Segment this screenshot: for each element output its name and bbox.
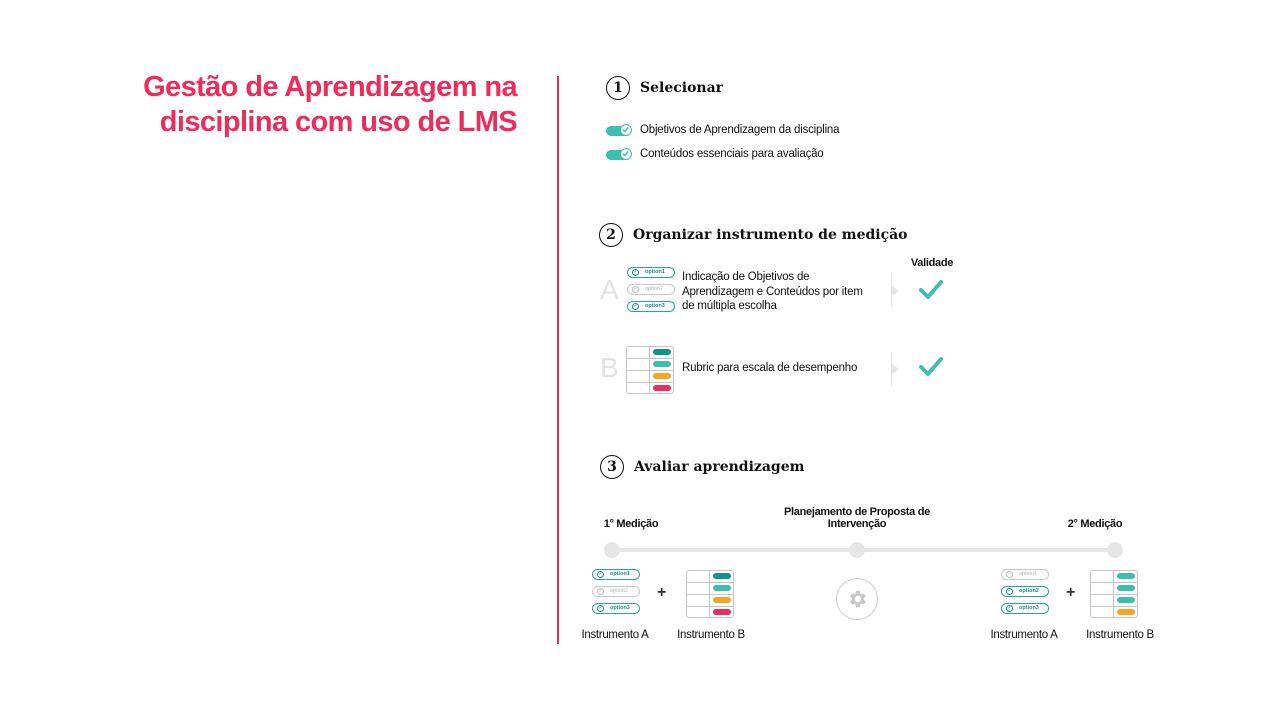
row-a-separator (891, 273, 892, 307)
timeline-dot-2 (849, 542, 865, 558)
step-2-number: 2 (599, 223, 623, 247)
row-b-text: Rubric para escala de desempenho (682, 362, 858, 374)
instrument-a-label-2: Instrumento A (990, 629, 1058, 641)
checkmark-icon (919, 280, 943, 305)
toggle-on-icon (620, 124, 632, 136)
option-pill-2: ✓option2 (592, 586, 640, 597)
option-label: option2 (1019, 588, 1039, 594)
plus-icon: + (1066, 584, 1076, 601)
option-pill-3: ✓option3 (627, 301, 675, 312)
page-title: Gestão de Aprendizagem na disciplina com… (100, 70, 518, 140)
arrow-icon (892, 364, 899, 374)
row-b-separator (891, 352, 892, 386)
instrument-b-label-2: Instrumento B (1086, 629, 1154, 641)
multiple-choice-icon: ✓option1 ✓option2 ✓option3 (627, 267, 677, 317)
milestone-1-label: 1° Medição (603, 518, 659, 530)
timeline-dot-1 (604, 542, 620, 558)
divider-line (557, 76, 559, 644)
step-1-item-2: Conteúdos essenciais para avaliação (640, 148, 824, 160)
option-label: option2 (645, 286, 664, 292)
instrument-a-icon-2: ✓option1 ✓option2 ✓option3 (1001, 569, 1051, 619)
step-1-title: Selecionar (640, 80, 724, 96)
title-line-1: Gestão de Aprendizagem na (143, 71, 518, 103)
gear-icon (836, 578, 878, 620)
option-pill-3: ✓option3 (1001, 603, 1049, 614)
instrument-a-label-1: Instrumento A (581, 629, 649, 641)
option-label: option3 (645, 303, 665, 309)
rubric-table-icon (1090, 570, 1138, 618)
step-3-number: 3 (600, 455, 624, 479)
toggle-objetivos[interactable] (606, 124, 632, 136)
milestone-3-label: 2° Medição (1067, 518, 1123, 530)
rubric-table-icon (626, 346, 674, 394)
step-1-number: 1 (606, 76, 630, 100)
option-label: option1 (645, 269, 665, 275)
option-pill-3: ✓option3 (592, 603, 640, 614)
toggle-on-icon (620, 148, 632, 160)
option-label: option1 (610, 571, 630, 577)
option-pill-1: ✓option1 (1001, 569, 1049, 580)
option-pill-2: ✓option2 (1001, 586, 1049, 597)
title-line-2: disciplina com uso de LMS (159, 106, 518, 138)
option-label: option1 (1019, 571, 1038, 577)
step-2-title: Organizar instrumento de medição (633, 227, 908, 243)
toggle-conteudos[interactable] (606, 148, 632, 160)
plus-icon: + (657, 584, 667, 601)
option-pill-1: ✓option1 (592, 569, 640, 580)
option-label: option2 (610, 588, 629, 594)
instrument-a-icon-1: ✓option1 ✓option2 ✓option3 (592, 569, 642, 619)
option-label: option3 (1019, 605, 1039, 611)
option-pill-2: ✓option2 (627, 284, 675, 295)
instrument-b-label-1: Instrumento B (677, 629, 745, 641)
timeline-dot-3 (1107, 542, 1123, 558)
validity-header: Validade (910, 257, 954, 269)
option-label: option3 (610, 605, 630, 611)
rubric-table-icon (686, 570, 734, 618)
step-1-item-1: Objetivos de Aprendizagem da disciplina (640, 124, 840, 136)
step-3-title: Avaliar aprendizagem (634, 459, 805, 475)
row-a-text: Indicação de Objetivos de Aprendizagem e… (682, 271, 863, 312)
row-b-letter: B (600, 352, 619, 383)
milestone-2-label: Planejamento de Proposta de Intervenção (784, 506, 930, 530)
row-a-letter: A (600, 274, 619, 305)
arrow-icon (892, 286, 899, 296)
option-pill-1: ✓option1 (627, 267, 675, 278)
checkmark-icon (919, 357, 943, 382)
